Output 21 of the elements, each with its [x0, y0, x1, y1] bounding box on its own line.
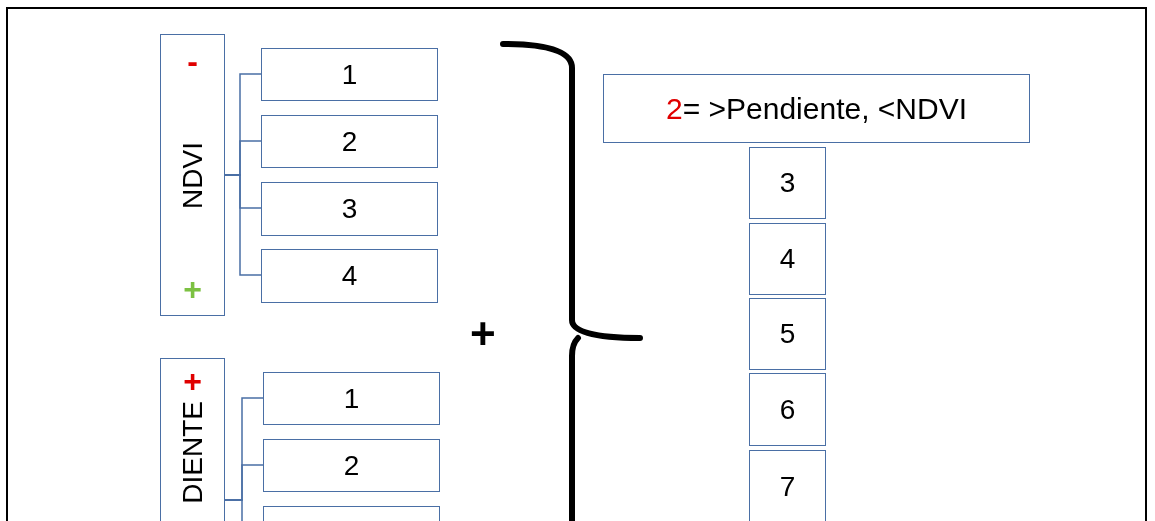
class-box [263, 506, 440, 521]
class-box: 6 [749, 373, 826, 446]
class-box: 7 [749, 450, 826, 521]
axis-label-box [160, 358, 225, 521]
tree-connector [224, 174, 262, 276]
axis-label: DIENTE [176, 401, 209, 504]
class-box: 2 [263, 439, 440, 492]
axis-label-box [160, 34, 225, 316]
class-box: 4 [749, 223, 826, 295]
minus-sign: - [187, 45, 198, 77]
class-box: 2 [261, 115, 438, 168]
class-box: 5 [749, 298, 826, 370]
class-box: 4 [261, 249, 438, 303]
plus-sign: + [183, 273, 202, 305]
class-box: 1 [261, 48, 438, 101]
class-box: 3 [749, 147, 826, 219]
plus-sign: + [183, 365, 202, 397]
axis-label: NDVI [176, 141, 209, 209]
class-box: 3 [261, 182, 438, 236]
class-box: 1 [263, 372, 440, 425]
plus-sign: + [470, 312, 496, 356]
